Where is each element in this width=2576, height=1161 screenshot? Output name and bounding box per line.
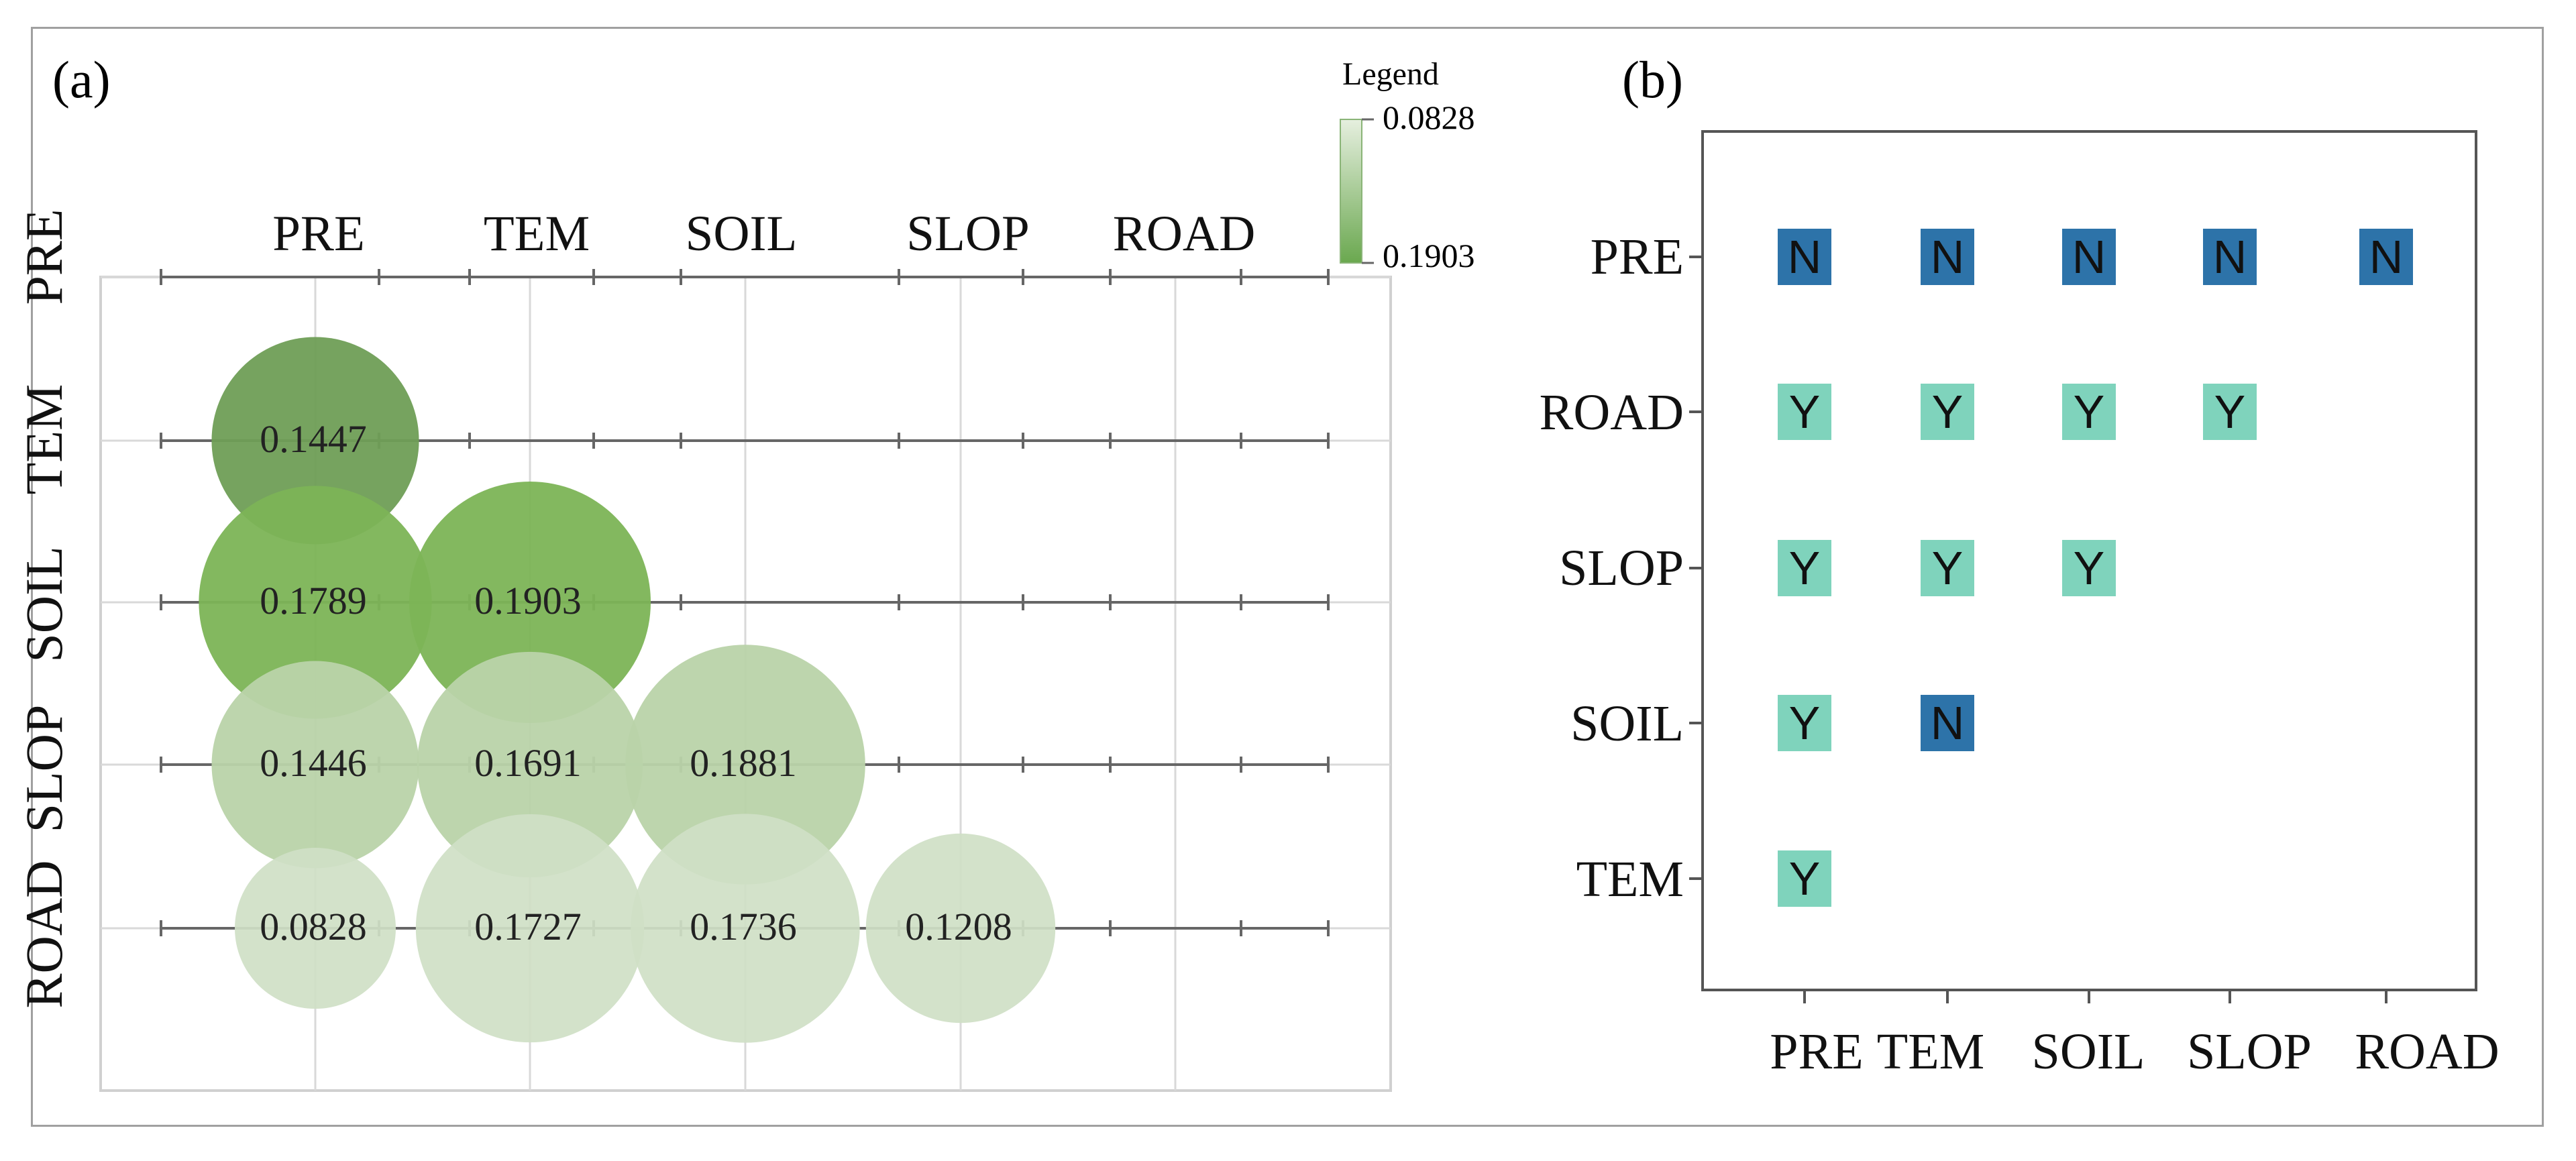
significance-cell-tem-soil — [1921, 695, 1974, 751]
significance-label-pre-slop: Y — [1789, 542, 1821, 594]
panel-a-y-label-soil: SOIL — [15, 546, 73, 662]
bubble-tem-slop — [417, 651, 643, 878]
panel-a-y-label-tem: TEM — [15, 384, 73, 495]
significance-cell-pre-soil — [1778, 695, 1831, 751]
significance-label-pre-road: Y — [1789, 386, 1821, 438]
panel-b-x-label-pre: PRE — [1770, 1024, 1863, 1080]
bubble-label-slop-road: 0.1208 — [905, 905, 1012, 948]
panel-a-y-labels: PRE TEM SOIL SLOP ROAD — [15, 209, 73, 1008]
bubble-label-pre-tem: 0.1447 — [260, 417, 367, 461]
significance-label-tem-road: Y — [1932, 386, 1964, 438]
significance-cell-slop-road — [2203, 384, 2257, 440]
panel-b-x-label-road: ROAD — [2355, 1024, 2499, 1080]
panel-b-x-label-slop: SLOP — [2187, 1024, 2312, 1080]
significance-label-pre-tem: Y — [1789, 852, 1821, 905]
bubble-label-tem-road: 0.1727 — [474, 905, 582, 948]
bubble-slop-road — [865, 833, 1056, 1024]
significance-cell-soil-pre — [2062, 229, 2116, 285]
legend-max-label: 0.1903 — [1383, 237, 1475, 274]
panel-a-x-labels: PRE TEM SOIL SLOP ROAD — [272, 206, 1255, 262]
panel-b-y-label-slop: SLOP — [1559, 540, 1684, 596]
significance-label-slop-road: Y — [2214, 386, 2246, 438]
significance-label-soil-slop: Y — [2074, 542, 2105, 594]
bubble-soil-road — [631, 814, 860, 1043]
panel-b-y-label-pre: PRE — [1591, 229, 1684, 285]
significance-label-soil-pre: N — [2072, 231, 2106, 283]
panel-b-y-label-tem: TEM — [1576, 851, 1684, 907]
bubble-label-tem-slop: 0.1691 — [474, 741, 582, 785]
significance-cell-pre-pre — [1778, 229, 1831, 285]
significance-label-road-pre: N — [2369, 231, 2404, 283]
panel-a-label: (a) — [52, 50, 111, 109]
panel-a-y-label-slop: SLOP — [15, 705, 73, 833]
significance-label-slop-pre: N — [2213, 231, 2247, 283]
legend-min-label: 0.0828 — [1383, 99, 1475, 136]
bubble-pre-slop — [211, 661, 419, 869]
panel-a-x-label-road: ROAD — [1113, 206, 1256, 262]
legend-title: Legend — [1342, 56, 1439, 92]
bubble-label-tem-soil: 0.1903 — [474, 579, 582, 622]
significance-cell-soil-slop — [2062, 540, 2116, 596]
significance-cell-road-pre — [2359, 229, 2413, 285]
panel-a-y-label-pre: PRE — [15, 209, 73, 305]
panel-b-y-labels: PRE ROAD SLOP SOIL TEM — [1540, 229, 1684, 907]
panel-a-x-label-pre: PRE — [272, 206, 365, 262]
bubble-label-soil-road: 0.1736 — [690, 905, 797, 948]
significance-cell-pre-road — [1778, 384, 1831, 440]
panel-b-x-label-soil: SOIL — [2032, 1024, 2145, 1080]
legend-bar — [1340, 119, 1362, 264]
bubble-tem-soil — [409, 482, 651, 723]
significance-label-soil-road: Y — [2074, 386, 2105, 438]
bubble-pre-tem — [211, 337, 419, 545]
significance-cell-tem-pre — [1921, 229, 1974, 285]
bubble-pre-soil — [199, 486, 432, 719]
bubble-tem-road — [415, 814, 645, 1043]
panel-b-label: (b) — [1622, 50, 1683, 109]
panel-a-legend: Legend 0.0828 0.1903 — [1340, 56, 1475, 274]
panel-a-y-label-road: ROAD — [15, 860, 73, 1008]
significance-cell-pre-tem — [1778, 850, 1831, 907]
bubble-label-pre-slop: 0.1446 — [260, 741, 367, 785]
panel-b-y-ticks — [1689, 256, 1703, 880]
panel-a-bubbles — [199, 337, 1056, 1043]
panel-b-x-ticks — [1803, 990, 2387, 1003]
bubble-pre-road — [235, 848, 396, 1009]
significance-cell-slop-pre — [2203, 229, 2257, 285]
significance-label-tem-pre: N — [1931, 231, 1965, 283]
significance-label-pre-soil: Y — [1789, 697, 1821, 749]
bubble-label-pre-road: 0.0828 — [260, 905, 367, 948]
bubble-label-soil-slop: 0.1881 — [690, 741, 797, 785]
significance-label-tem-slop: Y — [1932, 542, 1964, 594]
panel-a-x-label-tem: TEM — [484, 206, 590, 262]
significance-cell-soil-road — [2062, 384, 2116, 440]
panel-a: (a) 0.1447 0.1789 0.1903 0.1446 0.1691 0.1881… — [15, 50, 1475, 1092]
panel-a-x-label-slop: SLOP — [906, 206, 1029, 262]
panel-b-y-label-road: ROAD — [1540, 384, 1684, 441]
significance-cell-tem-road — [1921, 384, 1974, 440]
panel-a-bubble-labels: 0.1447 0.1789 0.1903 0.1446 0.1691 0.1881 0.08… — [260, 417, 1012, 948]
bubble-soil-slop — [625, 645, 865, 885]
significance-label-pre-pre: N — [1788, 231, 1822, 283]
significance-label-tem-soil: N — [1931, 697, 1965, 749]
panel-a-x-label-soil: SOIL — [686, 206, 798, 262]
bubble-label-pre-soil: 0.1789 — [260, 579, 367, 622]
significance-cell-pre-slop — [1778, 540, 1831, 596]
panel-b-cells — [1778, 229, 2413, 907]
significance-cell-tem-slop — [1921, 540, 1974, 596]
panel-b-y-label-soil: SOIL — [1570, 696, 1684, 752]
panel-b-cell-labels: N N N N N Y Y Y Y Y Y Y Y N Y — [1788, 231, 2404, 905]
panel-b-x-label-tem: TEM — [1877, 1024, 1984, 1080]
